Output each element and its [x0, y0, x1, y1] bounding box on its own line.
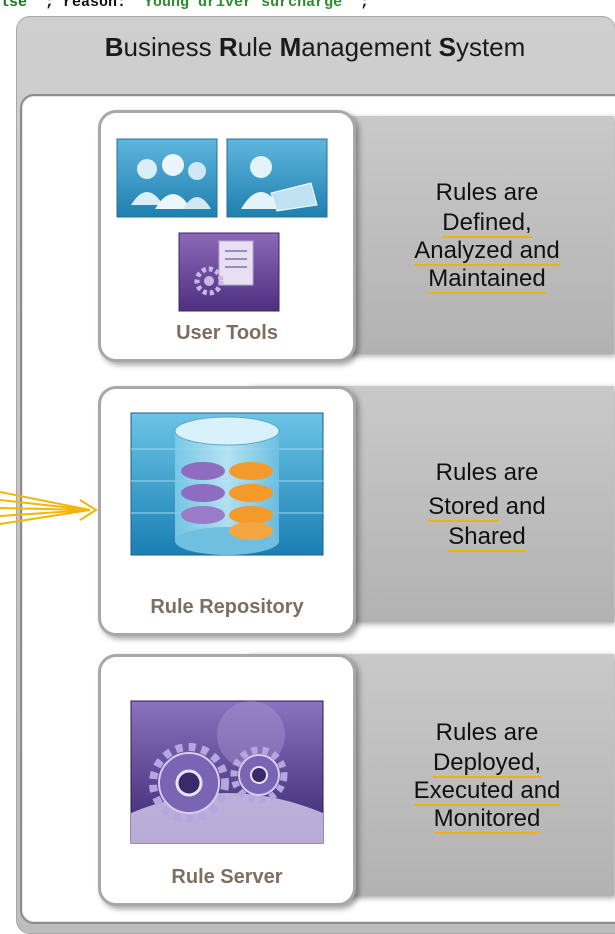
title-word-rest: anagement	[301, 31, 432, 62]
tier-text-line: Rules are	[435, 179, 539, 206]
laptop-user-icon	[226, 138, 328, 218]
tier-text-line: Shared	[448, 523, 526, 552]
tier-text-line: Rules are	[435, 719, 539, 746]
tier-text-line: Monitored	[433, 805, 541, 834]
tier-text-line: Stored	[428, 493, 499, 522]
database-icon	[130, 412, 324, 556]
rule-repository-card[interactable]: Rule Repository	[98, 386, 356, 636]
title-initial-s: S	[438, 31, 456, 62]
user-tools-icons	[116, 138, 328, 312]
tier-text-line: Rules are	[435, 459, 539, 486]
title-initial-b: B	[104, 31, 124, 62]
title-word-rest: ystem	[455, 31, 526, 62]
tier-text-line: Defined,	[442, 209, 532, 238]
code-rest: "; reason: "	[27, 0, 145, 11]
tier-text-line: Analyzed and	[414, 237, 560, 266]
title-word-rest: usiness	[123, 31, 212, 62]
gears-icon	[130, 700, 324, 844]
user-tools-card[interactable]: User Tools	[98, 110, 356, 362]
brms-title: Business Rule Management System	[16, 16, 614, 78]
code-snippet: lse "; reason: "Young driver surcharge" …	[0, 0, 615, 14]
title-initial-m: M	[279, 31, 302, 62]
team-users-icon	[116, 138, 218, 218]
code-string: Young driver surcharge	[144, 0, 343, 11]
code-keyword: lse	[0, 0, 28, 11]
tier-text-line: Deployed,	[432, 749, 542, 778]
rule-server-card[interactable]: Rule Server	[98, 654, 356, 906]
tier-text-line: Executed and	[413, 777, 561, 806]
document-gear-icon	[178, 232, 280, 312]
rule-server-label: Rule Server	[171, 866, 283, 888]
title-initial-r: R	[218, 31, 238, 62]
code-tail: " ;	[342, 0, 370, 11]
title-word-rest: ule	[237, 31, 273, 62]
user-tools-label: User Tools	[176, 322, 278, 344]
incoming-arrow-icon	[0, 491, 98, 525]
tier-text-line: and	[499, 493, 546, 520]
tier-text-line: Maintained	[428, 265, 546, 294]
rule-repository-label: Rule Repository	[150, 596, 304, 618]
